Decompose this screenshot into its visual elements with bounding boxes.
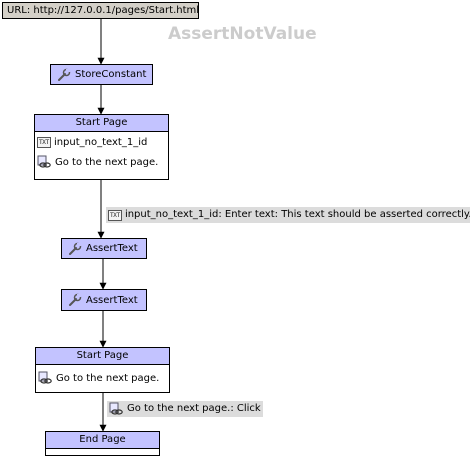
edge-label-enter-text: TXT input_no_text_1_id: Enter text: This…: [106, 207, 470, 223]
url-node: URL: http://127.0.0.1/pages/Start.html: [2, 2, 199, 19]
link-icon: [38, 371, 52, 384]
action-node-storeconstant[interactable]: StoreConstant: [50, 64, 153, 85]
edge-label-text: Go to the next page.: Click: [127, 403, 261, 414]
action-label: StoreConstant: [75, 69, 147, 80]
page-header: End Page: [46, 432, 159, 449]
text-field-icon: TXT: [108, 209, 122, 221]
page-header: Start Page: [36, 348, 169, 365]
action-node-asserttext-2[interactable]: AssertText: [61, 289, 147, 311]
link-row[interactable]: Go to the next page.: [35, 152, 168, 172]
diagram-title: AssertNotValue: [168, 24, 317, 44]
action-label: AssertText: [86, 294, 138, 306]
page-node-start-1[interactable]: Start Page TXT input_no_text_1_id Go to …: [34, 114, 169, 180]
action-node-asserttext-1[interactable]: AssertText: [61, 238, 147, 259]
field-row[interactable]: TXT input_no_text_1_id: [35, 132, 168, 152]
text-field-icon: TXT: [37, 136, 51, 148]
wrench-icon: [69, 293, 82, 306]
edge-label-text: input_no_text_1_id: Enter text: This tex…: [124, 209, 470, 220]
page-node-end[interactable]: End Page: [45, 431, 160, 456]
link-icon: [37, 155, 51, 168]
edge-label-click: Go to the next page.: Click: [107, 401, 263, 417]
link-icon: [109, 402, 123, 415]
link-label: Go to the next page.: [56, 372, 160, 384]
wrench-icon: [58, 68, 71, 81]
page-node-start-2[interactable]: Start Page Go to the next page.: [35, 347, 170, 393]
link-row[interactable]: Go to the next page.: [36, 365, 169, 391]
link-label: Go to the next page.: [55, 156, 159, 168]
action-label: AssertText: [86, 243, 138, 254]
wrench-icon: [69, 242, 82, 255]
field-label: input_no_text_1_id: [53, 136, 148, 148]
page-header: Start Page: [35, 115, 168, 132]
